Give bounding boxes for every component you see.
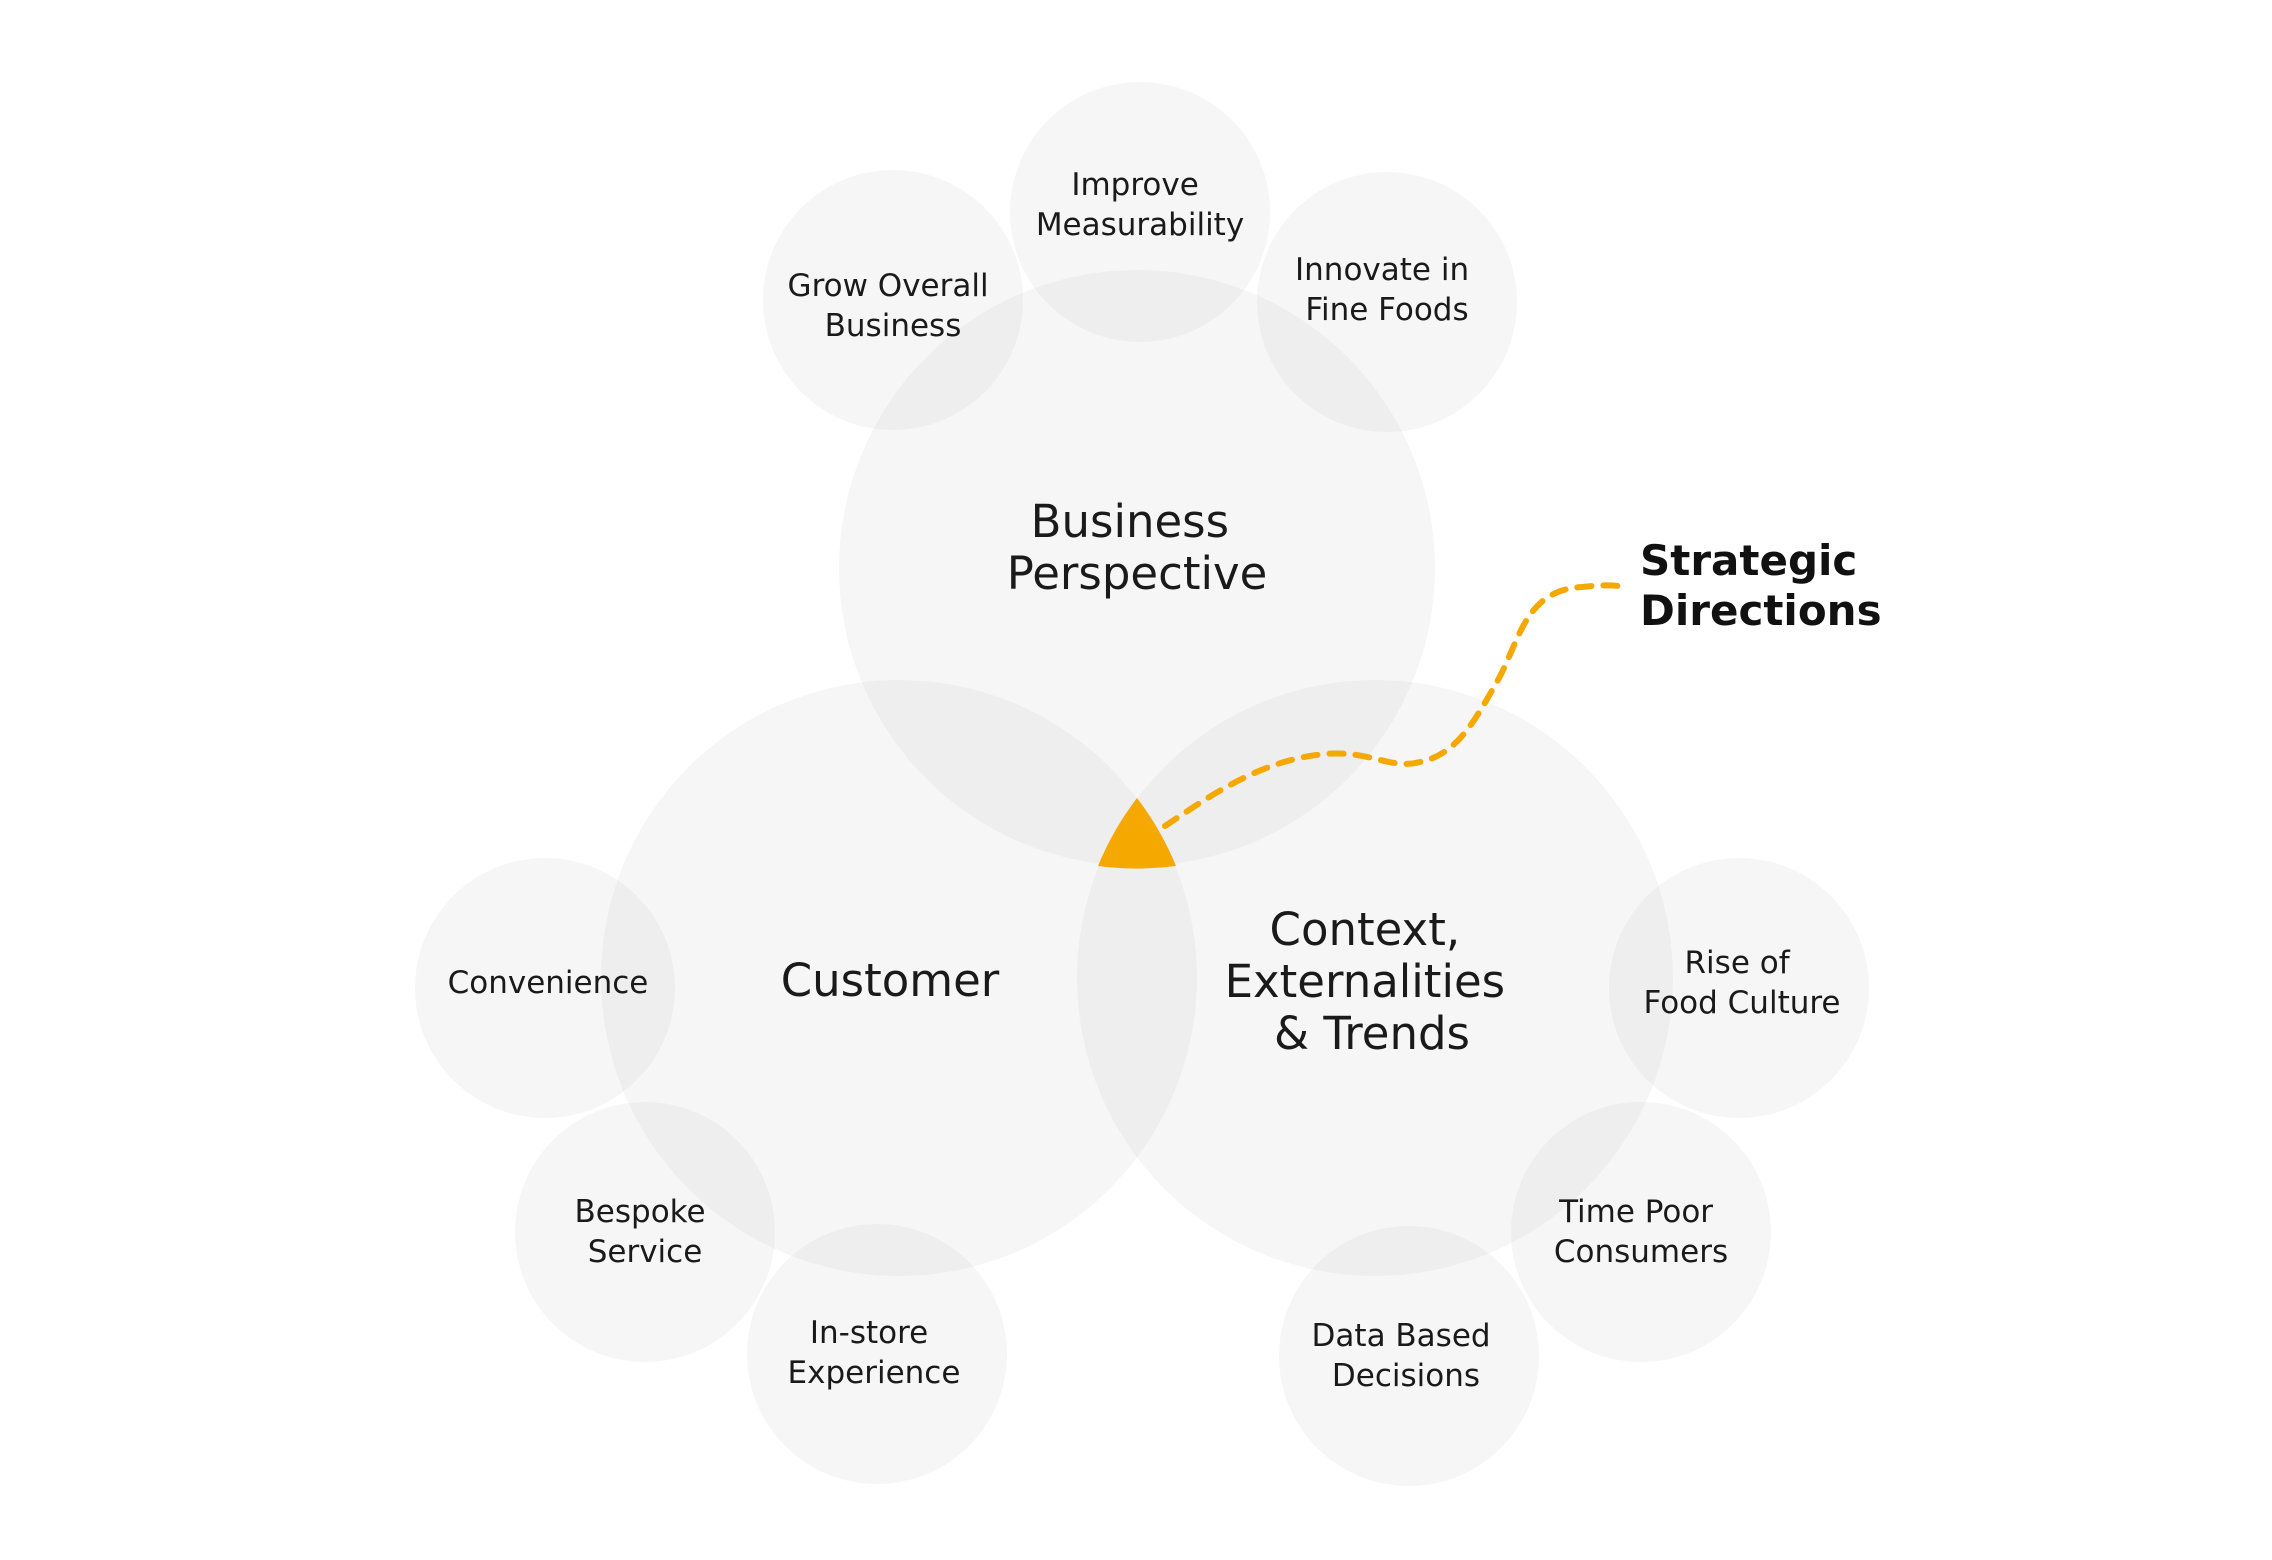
context-label: Context, Externalities & Trends — [1225, 903, 1520, 1060]
innovate-fine-foods-label-line: Innovate in — [1295, 252, 1469, 288]
innovate-fine-foods-circle — [1257, 172, 1517, 432]
improve-measurability-label-line: Improve — [1071, 167, 1198, 203]
in-store-experience-label-line: In-store — [810, 1315, 928, 1351]
convenience-label: Convenience — [448, 965, 649, 1001]
grow-business-circle — [763, 170, 1023, 430]
grow-business-label-line: Grow Overall — [788, 268, 989, 304]
context-label-line: Externalities — [1225, 955, 1505, 1008]
time-poor-consumers-circle — [1511, 1102, 1771, 1362]
business-perspective-label: Business Perspective — [1007, 495, 1268, 600]
business-perspective-circle — [839, 270, 1435, 866]
strategic-directions-connector — [1162, 582, 1621, 829]
customer-label-line: Customer — [781, 954, 1000, 1007]
improve-measurability-circle — [1010, 82, 1270, 342]
bespoke-service-label-line: Bespoke — [575, 1194, 706, 1230]
bespoke-service-circle — [515, 1102, 775, 1362]
rise-of-food-culture-label-line: Rise of — [1685, 945, 1791, 981]
improve-measurability-label: Improve Measurability — [1036, 167, 1244, 243]
convenience-label-line: Convenience — [448, 965, 649, 1001]
time-poor-consumers-label: Time Poor Consumers — [1554, 1194, 1728, 1270]
business-perspective-label-line: Business — [1031, 495, 1229, 548]
rise-of-food-culture-label-line: Food Culture — [1643, 985, 1840, 1021]
in-store-experience-label: In-store Experience — [788, 1315, 961, 1391]
business-perspective-label-line: Perspective — [1007, 547, 1268, 600]
rise-of-food-culture-label: Rise of Food Culture — [1643, 945, 1840, 1021]
grow-business-label-line: Business — [825, 308, 962, 344]
innovate-fine-foods-label: Innovate in Fine Foods — [1295, 252, 1479, 328]
bespoke-service-label-line: Service — [588, 1234, 703, 1270]
in-store-experience-label-line: Experience — [788, 1355, 961, 1391]
data-based-decisions-label-line: Decisions — [1332, 1358, 1480, 1394]
sub-circles — [415, 82, 1869, 1486]
customer-circle — [601, 680, 1197, 1276]
strategic-directions-label: Strategic Directions — [1640, 536, 1882, 635]
innovate-fine-foods-label-line: Fine Foods — [1305, 292, 1468, 328]
strategic-directions-label-line: Strategic — [1640, 536, 1857, 585]
center-intersection-shape — [1098, 798, 1176, 869]
context-label-line: Context, — [1270, 903, 1461, 956]
context-label-line: & Trends — [1274, 1007, 1470, 1060]
in-store-experience-circle — [747, 1224, 1007, 1484]
data-based-decisions-label: Data Based Decisions — [1312, 1318, 1501, 1394]
time-poor-consumers-label-line: Time Poor — [1558, 1194, 1713, 1230]
grow-business-label: Grow Overall Business — [788, 268, 999, 344]
improve-measurability-label-line: Measurability — [1036, 207, 1244, 243]
customer-label: Customer — [781, 954, 1000, 1007]
convenience-circle — [415, 858, 675, 1118]
bespoke-service-label: Bespoke Service — [575, 1194, 716, 1270]
main-circles — [601, 270, 1673, 1276]
data-based-decisions-label-line: Data Based — [1312, 1318, 1491, 1354]
strategic-directions-label-line: Directions — [1640, 586, 1882, 635]
context-circle — [1077, 680, 1673, 1276]
data-based-decisions-circle — [1279, 1226, 1539, 1486]
rise-of-food-culture-circle — [1609, 858, 1869, 1118]
time-poor-consumers-label-line: Consumers — [1554, 1234, 1728, 1270]
